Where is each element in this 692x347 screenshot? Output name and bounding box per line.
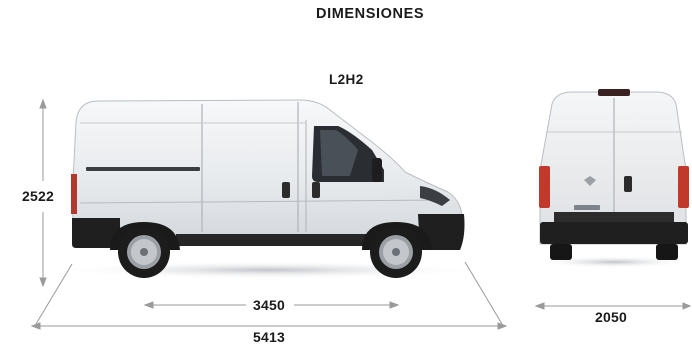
van-side-view [53,99,483,279]
van-rear-view [538,89,690,268]
diagram-title: DIMENSIONES [316,6,425,22]
length-value: 5413 [253,329,285,345]
length-dimension-line [30,261,508,330]
model-label: L2H2 [329,72,364,87]
rear-wheel [118,226,170,278]
height-value: 2522 [22,188,54,204]
front-wheel [370,226,422,278]
wheelbase-value: 3450 [253,297,285,313]
wheelbase-dimension-line [143,301,400,309]
width-dimension-line [534,302,692,310]
height-dimension-line [39,98,47,288]
width-value: 2050 [595,309,627,325]
